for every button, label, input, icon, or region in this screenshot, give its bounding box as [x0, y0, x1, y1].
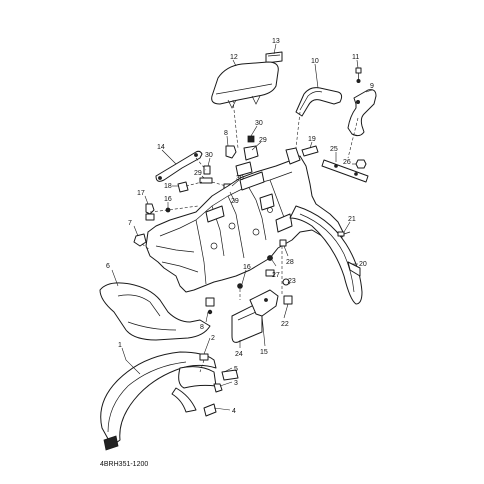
- part-10-grab-handle: [295, 87, 343, 117]
- part-7-clip: [133, 233, 147, 247]
- part-22-collar: [283, 295, 293, 305]
- callout-3: 3: [234, 380, 238, 387]
- part-9-bracket: [347, 89, 377, 137]
- part-12-seat-cowl: [211, 61, 279, 109]
- callout-13: 13: [272, 38, 280, 45]
- callout-29-top: 29: [259, 137, 267, 144]
- part-6-mud-flap: [99, 282, 211, 341]
- part-8-bolt-lower: [205, 297, 215, 315]
- callout-15: 15: [260, 349, 268, 356]
- callout-30-right: 30: [236, 175, 244, 182]
- callout-11: 11: [352, 54, 359, 61]
- part-21-screw: [337, 231, 351, 237]
- callout-8-low: 8: [200, 324, 204, 331]
- callout-19: 19: [308, 136, 316, 143]
- part-8-bolt-top: [225, 145, 237, 159]
- leader-lines: [111, 43, 373, 411]
- callout-29-mid: 29: [194, 170, 202, 177]
- callout-10: 10: [311, 58, 319, 65]
- part-18-clip: [177, 181, 189, 193]
- callout-5: 5: [234, 366, 238, 373]
- part-13-tag: [265, 51, 283, 64]
- callout-25: 25: [330, 146, 338, 153]
- part-29-collar-top: [243, 145, 259, 161]
- part-14-stay: [155, 150, 203, 182]
- callout-2: 2: [211, 335, 215, 342]
- part-23-washer: [282, 278, 290, 286]
- part-1-front-fender: [100, 351, 217, 447]
- callout-22: 22: [281, 321, 289, 328]
- callout-20: 20: [359, 261, 367, 268]
- callout-18: 18: [164, 183, 172, 190]
- callout-9: 9: [370, 83, 374, 90]
- part-19-plate: [301, 145, 319, 157]
- callout-23: 23: [288, 278, 296, 285]
- assembly-guide-lines: [141, 99, 359, 373]
- callout-6: 6: [106, 263, 110, 270]
- part-30-grommet-top: [247, 135, 255, 143]
- callout-labels: 13 12 11 10 9 8 30 29 19 14 30 25 26 29 …: [106, 38, 374, 415]
- callout-21: 21: [348, 216, 356, 223]
- callout-27: 27: [272, 272, 280, 279]
- callout-12: 12: [230, 54, 238, 61]
- part-11-bolt: [355, 67, 362, 84]
- part-20-fender-extension: [289, 205, 363, 305]
- callout-14: 14: [157, 144, 165, 151]
- callout-8-top: 8: [224, 130, 228, 137]
- part-2-bolt: [199, 353, 209, 361]
- callout-24: 24: [235, 351, 243, 358]
- part-30-grommet-center: [199, 165, 213, 184]
- callout-30-top: 30: [255, 120, 263, 127]
- callout-17: 17: [137, 190, 145, 197]
- callout-16-low: 16: [243, 264, 251, 271]
- part-5-bracket: [178, 366, 239, 389]
- rear-fender-assembly: [145, 147, 345, 293]
- part-26-nut: [355, 159, 367, 169]
- callout-30-mid: 30: [205, 152, 213, 159]
- part-4-clip: [171, 387, 217, 417]
- callout-4: 4: [232, 408, 236, 415]
- part-25-bar: [321, 159, 369, 183]
- part-28-nut: [279, 239, 287, 247]
- callout-29-low: 29: [231, 198, 239, 205]
- part-15-stay: [249, 289, 279, 317]
- part-3-screw: [213, 383, 223, 393]
- callout-1: 1: [118, 342, 122, 349]
- front-direction-icon: [103, 435, 119, 451]
- callout-26: 26: [343, 159, 351, 166]
- callout-28: 28: [286, 259, 294, 266]
- part-27-bolt: [265, 255, 275, 277]
- callout-16-top: 16: [164, 196, 172, 203]
- callout-7: 7: [128, 220, 132, 227]
- diagram-code: 4BRH351-1200: [100, 461, 148, 468]
